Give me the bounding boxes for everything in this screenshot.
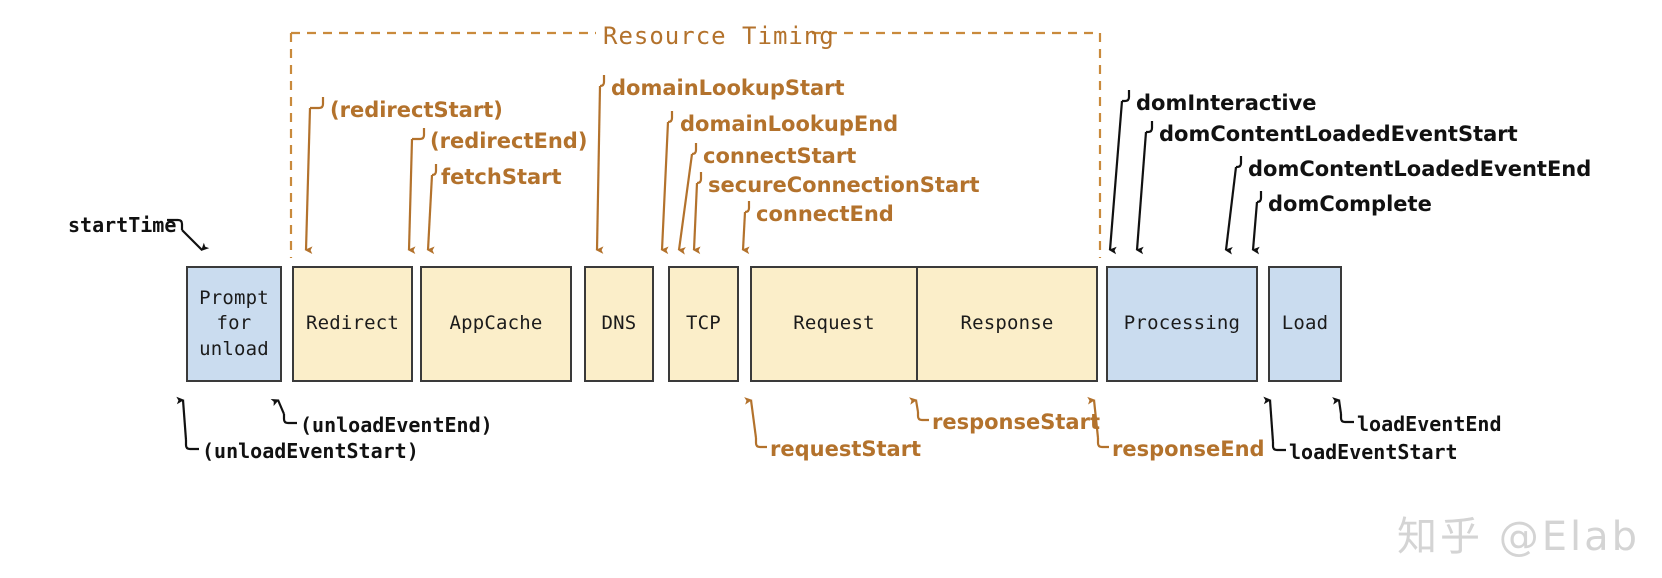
- bottom-brown-leaders: [744, 396, 1109, 449]
- phase-load[interactable]: Load: [1268, 266, 1342, 382]
- label-response-end: responseEnd: [1112, 437, 1265, 461]
- label-fetch-start: fetchStart: [441, 165, 562, 189]
- label-redirect-start: (redirectStart): [330, 98, 503, 122]
- resource-timing-bracket: [289, 31, 1102, 258]
- label-load-event-end: loadEventEnd: [1357, 412, 1502, 436]
- label-domain-lookup-start: domainLookupStart: [611, 76, 845, 100]
- label-unload-event-end: (unloadEventEnd): [300, 413, 493, 437]
- label-secure-connection-start: secureConnectionStart: [708, 173, 980, 197]
- label-dom-interactive: domInteractive: [1136, 91, 1317, 115]
- phase-request[interactable]: Request: [750, 266, 917, 382]
- label-load-event-start: loadEventStart: [1289, 440, 1458, 464]
- label-request-start: requestStart: [770, 437, 922, 461]
- label-dom-content-loaded-event-start: domContentLoadedEventStart: [1159, 122, 1518, 146]
- start-time-leader: [167, 218, 210, 251]
- label-domain-lookup-end: domainLookupEnd: [680, 112, 899, 136]
- top-black-leaders: [1108, 90, 1263, 255]
- bottom-black-leaders: [176, 396, 1354, 452]
- phase-redirect[interactable]: Redirect: [292, 266, 413, 382]
- label-connect-start: connectStart: [703, 144, 857, 168]
- label-unload-event-start: (unloadEventStart): [202, 439, 419, 463]
- label-dom-content-loaded-event-end: domContentLoadedEventEnd: [1248, 157, 1592, 181]
- phase-appcache[interactable]: AppCache: [420, 266, 572, 382]
- phase-processing[interactable]: Processing: [1106, 266, 1258, 382]
- phase-response[interactable]: Response: [916, 266, 1098, 382]
- label-response-start: responseStart: [932, 410, 1100, 434]
- label-connect-end: connectEnd: [756, 202, 894, 226]
- top-brown-leaders: [304, 75, 751, 255]
- label-start-time: startTime: [68, 213, 177, 237]
- label-dom-complete: domComplete: [1268, 192, 1432, 216]
- phase-dns[interactable]: DNS: [584, 266, 654, 382]
- watermark: 知乎 @Elab: [1396, 514, 1640, 560]
- phase-prompt-for-unload[interactable]: Prompt for unload: [186, 266, 282, 382]
- phase-tcp[interactable]: TCP: [668, 266, 739, 382]
- label-redirect-end: (redirectEnd): [430, 129, 588, 153]
- resource-timing-title: Resource Timing: [603, 22, 835, 50]
